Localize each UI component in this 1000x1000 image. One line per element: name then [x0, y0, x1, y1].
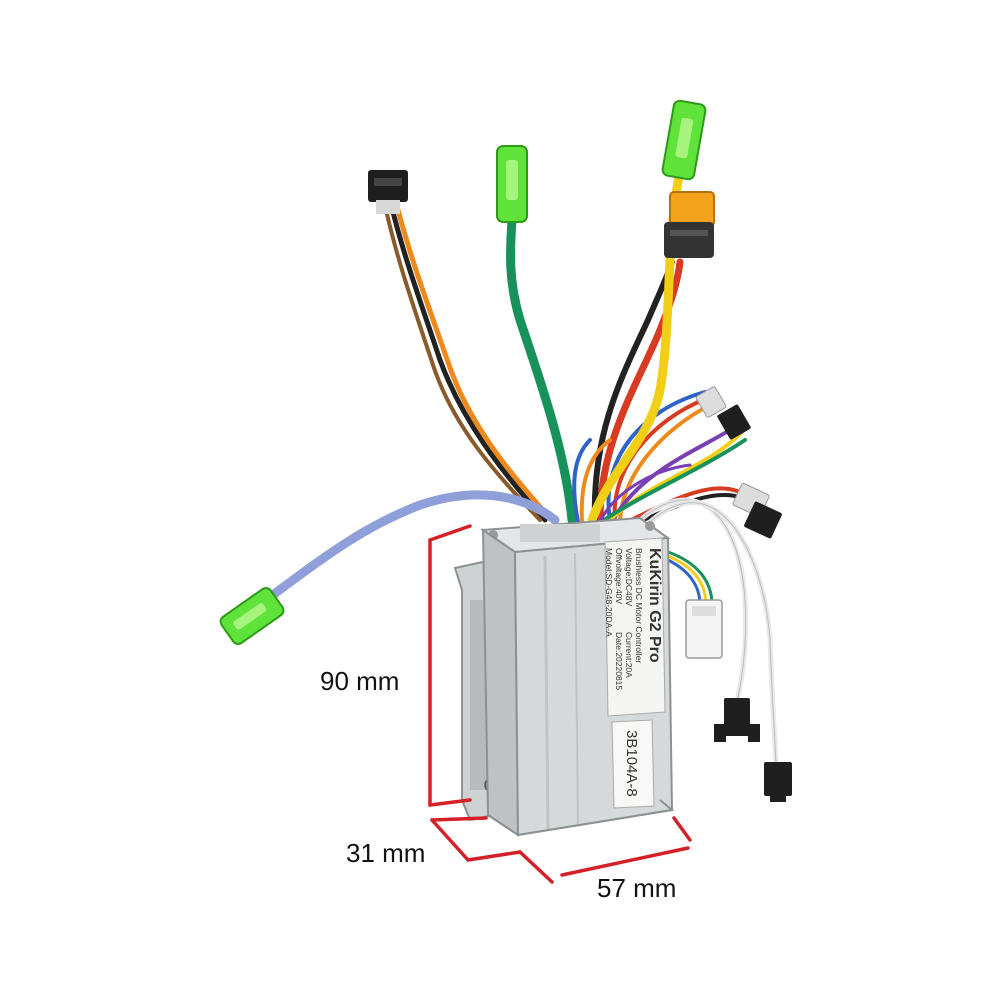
controller-housing: KuKirin G2 Pro Brushless DC Motor Contro… — [453, 516, 675, 837]
spec-line-3: Current:20A — [624, 632, 634, 678]
dimension-lines — [428, 524, 692, 884]
spec-line-1: Brushless DC Motor Controller — [634, 548, 644, 663]
green-connector-middle — [496, 145, 528, 223]
spec-line-2: Voltage:DC48V — [624, 548, 634, 606]
serial-label: 3B104A-8 — [623, 730, 640, 797]
black-connector-left — [368, 170, 408, 214]
spec-line-5: Date:20220815 — [614, 632, 624, 690]
width-dimension-label: 57 mm — [597, 873, 677, 903]
white-connector — [685, 599, 723, 659]
black-connector-right-2 — [732, 482, 782, 539]
green-connector-right — [661, 99, 707, 181]
height-dimension-label: 90 mm — [320, 666, 400, 696]
black-connector-bottom-1 — [714, 698, 760, 742]
xt-power-connector — [664, 191, 715, 258]
green-connector-left — [219, 587, 285, 645]
depth-dimension-label: 31 mm — [346, 838, 426, 868]
black-connector-bottom-2 — [764, 762, 792, 802]
brand-label: KuKirin G2 Pro — [646, 548, 663, 663]
spec-line-4: Offvoltage:40V — [614, 548, 624, 604]
spec-line-6: Model:SD-G48-20DA-A — [604, 548, 614, 637]
black-connector-right-1 — [695, 386, 751, 440]
